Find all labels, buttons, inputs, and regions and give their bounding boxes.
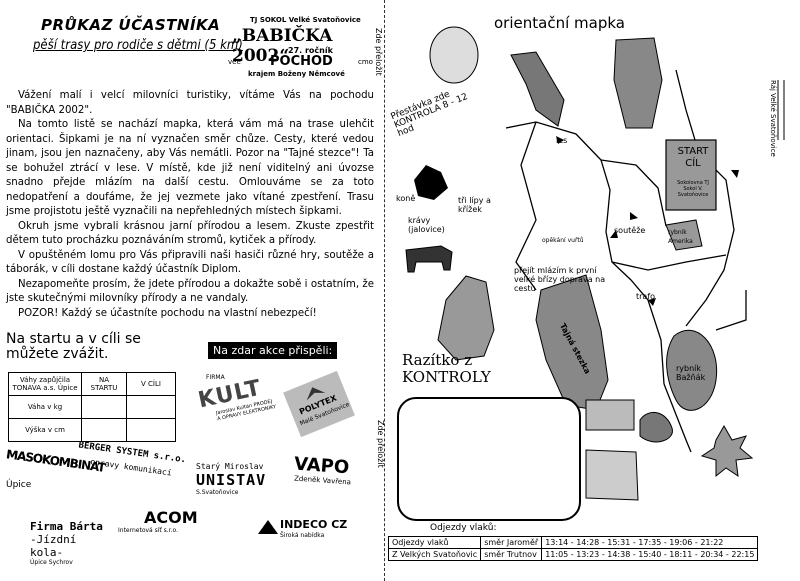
sponsor-berger: BERGER SYSTEM s.r.o. opravy komunikací — [77, 440, 187, 478]
welcome-text: Vážení malí i velcí milovníci turistiky,… — [6, 89, 374, 321]
paragraph: Nezapomeňte prosím, že jdete přírodou a … — [6, 278, 374, 305]
label-forest: les — [556, 136, 568, 145]
triangle-logo-icon — [258, 520, 278, 534]
label-thicket: přejít mlázím k první velké břízy doprav… — [514, 266, 606, 293]
sponsor-barta: Firma Bárta -Jízdní kola- Úpice Sychrov — [30, 520, 103, 566]
card-title: PRŮKAZ ÚČASTNÍKA — [41, 16, 221, 34]
fold-line — [384, 0, 385, 581]
sponsor-polytex: POLYTEX Malé Svatoňovice — [283, 370, 355, 438]
event-logo: TJ SOKOL Velké Svatoňovice „BABIČKA 2002… — [228, 16, 373, 78]
arrow-icon — [610, 230, 618, 238]
label-cows: krávy (jalovice) — [408, 216, 445, 234]
height-start-cell — [81, 418, 127, 442]
label-lindens: tři lípy a křížek — [458, 196, 491, 214]
bird-icon — [306, 387, 326, 401]
sponsors-header: Na zdar akce přispěli: — [208, 342, 338, 359]
weight-table: Váhy zapůjčila TONAVA a.s. Úpice NA STAR… — [8, 372, 176, 442]
road — [515, 121, 537, 291]
sponsor-unistav: Starý Miroslav UNISTAV S.Svatoňovice — [196, 462, 267, 496]
map-panel: orientační mapka — [386, 0, 800, 581]
table-row: Z Velkých Svatoňovic směr Trutnov 11:05 … — [387, 548, 759, 561]
road — [600, 159, 667, 227]
flower-drawing — [700, 424, 754, 478]
label-railway: Ráj Velké Svatoňovice — [769, 80, 777, 157]
pond-amerika — [665, 219, 703, 251]
paragraph: POZOR! Každý se účastníte pochodu na vla… — [18, 307, 317, 319]
arrow-icon — [648, 298, 656, 306]
sponsor-acom: ACOM Internetová síť s.r.o. — [118, 508, 198, 534]
label-pond-amerika: rybník Amerika — [668, 229, 693, 245]
fold-label-top: Zde přeložit — [374, 28, 383, 76]
arrow-icon — [731, 170, 739, 178]
stamp-box — [397, 397, 581, 521]
cow-drawing — [405, 245, 453, 273]
road — [663, 383, 692, 453]
participant-card-panel: PRŮKAZ ÚČASTNÍKA pěší trasy pro rodiče s… — [0, 0, 384, 581]
label-roasting: opěkání vuřtů — [542, 237, 584, 244]
start-building — [665, 139, 717, 211]
weigh-note: Na startu a v cíli se můžete zvážit. — [6, 331, 141, 362]
fold-label-bottom: Zde přeložit — [376, 420, 385, 468]
map-drawing — [397, 26, 785, 521]
children-drawing — [585, 449, 639, 501]
road — [715, 290, 747, 331]
departures-title: Odjezdy vlaků: — [430, 523, 497, 533]
rooster-drawing — [414, 165, 448, 200]
label-stamp: Razítko z KONTROLY — [402, 351, 491, 386]
road — [675, 69, 699, 151]
sponsor-masokombinat: MASOKOMBINAT Úpice — [5, 447, 106, 490]
sponsor-kult: FIRMA KULT Jaroslav Kultán PRODEJ A OPRA… — [196, 374, 277, 423]
pond-batnak — [666, 329, 718, 411]
sign-board — [585, 399, 635, 431]
label-transformer: trafo — [636, 292, 656, 301]
weight-start-cell — [81, 395, 127, 419]
paragraph: Na tomto listě se nachází mapka, která v… — [6, 119, 374, 217]
road — [505, 121, 665, 385]
railway — [777, 80, 785, 140]
map-title: orientační mapka — [494, 14, 625, 32]
arrow-icon — [630, 212, 638, 220]
sponsor-vapo: VAPO Zdeněk Vavřena — [293, 453, 352, 487]
bird-drawing — [429, 26, 479, 84]
forest-area — [510, 51, 565, 127]
cat-drawing — [437, 275, 495, 361]
table-row: Odjezdy vlaků směr Jaroměř 13:14 - 14:28… — [387, 536, 759, 549]
card-subtitle: pěší trasy pro rodiče s dětmi (5 km) — [33, 38, 243, 53]
paragraph: Vážení malí i velcí milovníci turistiky,… — [6, 90, 374, 116]
paragraph: V opuštěném lomu pro Vás připravili naši… — [6, 249, 374, 276]
road — [611, 254, 727, 271]
man-drawing — [613, 37, 663, 129]
height-finish-cell — [126, 418, 176, 442]
paragraph: Okruh jsme vybrali krásnou jarní přírodo… — [6, 220, 374, 247]
label-horses: koně — [396, 194, 416, 203]
label-start: START CÍL Sokolovna TJ Sokol V. Svatoňov… — [677, 146, 709, 198]
weight-finish-cell — [126, 395, 176, 419]
bush-drawing — [639, 412, 673, 443]
label-pond-batnak: rybník Bažňák — [676, 364, 706, 382]
label-games: soutěže — [614, 226, 646, 235]
arrow-icon — [556, 136, 564, 144]
road — [685, 149, 735, 327]
departures-table: Odjezdy vlaků směr Jaroměř 13:14 - 14:28… — [387, 536, 759, 561]
